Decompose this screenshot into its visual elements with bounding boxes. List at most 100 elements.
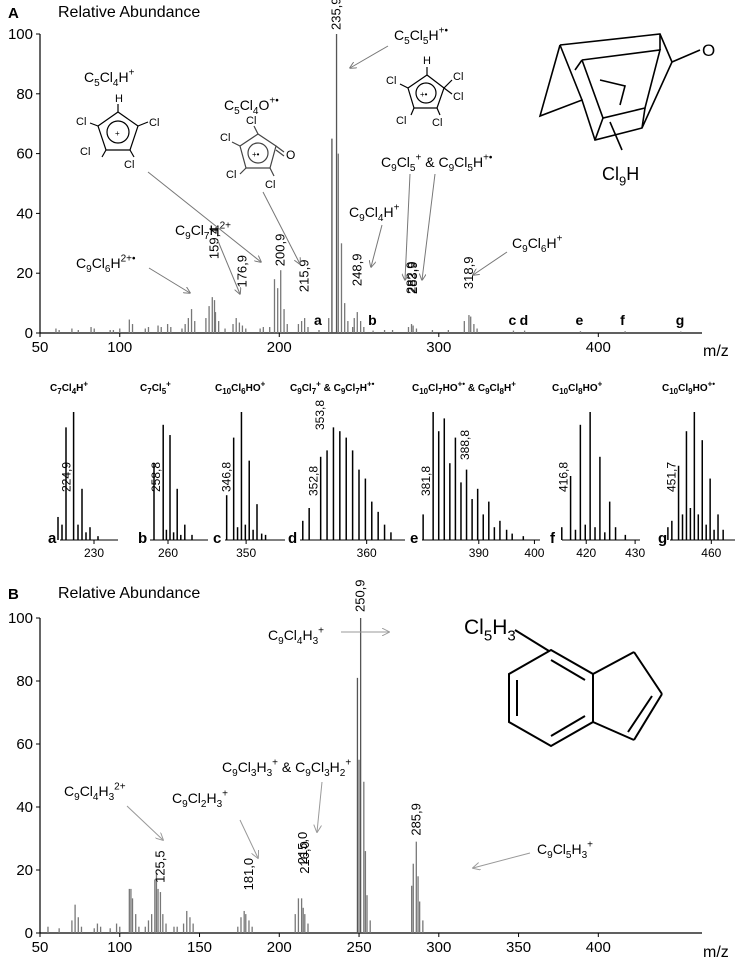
inset-tick-label: 460 <box>701 546 721 560</box>
peak-label: 176,9 <box>234 255 249 288</box>
x-tick-label: 200 <box>267 939 292 956</box>
inset-tick-label: 400 <box>524 546 544 560</box>
inset-letter: b <box>138 530 147 547</box>
struct-cl-label: Cl <box>226 169 236 181</box>
inset-peak-label: 388,8 <box>458 430 472 460</box>
ion-label-c9cl5h3: C9​Cl5​H3​+​ <box>537 840 593 862</box>
ion-label-c5cl4o: C5​Cl4​O+•​ <box>224 96 279 118</box>
inset-tick-label: 360 <box>357 546 377 560</box>
inset-tick-label: 260 <box>158 546 178 560</box>
arrow-c9cl3h3 <box>317 781 323 832</box>
inset-peak-label: 258,8 <box>149 462 163 492</box>
ion-label-c9cl2h3: C9​Cl2​H3​+​ <box>172 789 228 811</box>
inset-peak-label: 352,8 <box>307 466 321 496</box>
x-tick-label: 300 <box>426 939 451 956</box>
peak-label: 215,9 <box>297 260 312 293</box>
peak-label: 285,9 <box>408 803 423 836</box>
panel-a-arrows <box>147 45 508 294</box>
inset-title: C10​Cl9​HO+•​ <box>662 380 715 397</box>
structure-c5cl5h <box>399 67 453 116</box>
peak-label: 125,5 <box>152 850 167 883</box>
inset-title: C10​Cl7​HO+•​ & C9​Cl8​H+​ <box>412 380 516 397</box>
panel-a-xlabel: m/z <box>703 343 729 360</box>
ion-label-c9cl6h: C9​Cl6​H+​ <box>512 234 563 256</box>
y-tick-label: 20 <box>16 265 33 282</box>
struct-cl-label: Cl <box>432 117 442 129</box>
x-tick-label: 300 <box>426 339 451 356</box>
arrow-c9cl5 <box>405 173 411 280</box>
inset-peak-label: 416,8 <box>557 462 571 492</box>
struct-cl-label: Cl <box>265 179 275 191</box>
fragment-letter: b <box>368 312 377 328</box>
inset-letter: c <box>213 530 221 547</box>
inset-letter: g <box>658 530 667 547</box>
inset-letter: e <box>410 530 418 547</box>
x-tick-label: 250 <box>347 939 372 956</box>
arrow-c9cl5h <box>422 173 436 280</box>
fragment-letter: f <box>620 312 625 328</box>
ion-label-c5cl5h: C5​Cl5​H+•​ <box>394 26 448 48</box>
inset-g: C10​Cl9​HO+•​ 460 g 451,7 <box>658 380 735 560</box>
x-tick-label: 150 <box>187 939 212 956</box>
fragment-letter: a <box>314 312 322 328</box>
arrow-c9cl6h <box>473 251 508 275</box>
y-tick-label: 60 <box>16 736 33 753</box>
x-tick-label: 350 <box>506 939 531 956</box>
indene-structure <box>508 629 663 748</box>
ion-label-c9cl7h: C9​Cl7​H2+​ <box>175 221 231 243</box>
arrow-c5cl4o <box>262 191 300 264</box>
oxygen-label: O <box>702 41 715 60</box>
y-tick-label: 100 <box>8 26 33 43</box>
panel-a-ylabel: Relative Abundance <box>58 4 200 21</box>
peak-label: 318,9 <box>461 257 476 290</box>
inset-tick-label: 430 <box>625 546 645 560</box>
peak-label: 248,9 <box>349 254 364 287</box>
inset-tick-label: 350 <box>236 546 256 560</box>
panel-b-ylabel: Relative Abundance <box>58 585 200 602</box>
struct-cl-label: Cl <box>149 117 159 129</box>
peak-label: 235,9 <box>329 0 344 30</box>
fragment-letter: e <box>575 312 583 328</box>
inset-peak-label: 224,9 <box>60 462 74 492</box>
struct-cl-label: Cl <box>220 132 230 144</box>
struct-charge: +• <box>252 150 260 159</box>
inset-title: C9​Cl7​+​ & C9​Cl7​H+•​ <box>290 380 375 397</box>
x-tick-label: 50 <box>32 939 49 956</box>
peak-label: 181,0 <box>241 858 256 891</box>
struct-h-label: H <box>423 55 431 67</box>
panel-b-letter: B <box>8 586 19 603</box>
peak-label: 216,0 <box>297 841 312 874</box>
struct-o-label: O <box>286 148 295 162</box>
inset-title: C7​Cl4​H+​ <box>50 380 88 397</box>
y-tick-label: 40 <box>16 799 33 816</box>
ion-label-c5cl4h: C5​Cl4​H+​ <box>84 68 135 90</box>
peak-label: 159,4 <box>207 227 222 260</box>
inset-tick-label: 390 <box>469 546 489 560</box>
fragment-letter: c <box>508 312 516 328</box>
arrow-c5cl4h <box>147 171 261 262</box>
y-tick-label: 40 <box>16 205 33 222</box>
ion-label-c9cl3h3: C9​Cl3​H3​+​ & C9​Cl3​H2​+​ <box>222 758 351 780</box>
x-tick-label: 200 <box>267 339 292 356</box>
inset-peak-label: 353,8 <box>313 400 327 430</box>
arrow-c9cl5h3 <box>473 852 531 868</box>
inset-title: C7​Cl5​+​ <box>140 380 171 397</box>
inset-letter: f <box>550 530 556 547</box>
arrow-c5cl5h <box>350 45 389 68</box>
inset-e: C10​Cl7​HO+•​ & C9​Cl8​H+​390400e388,838… <box>410 380 545 561</box>
inset-peak-label: 451,7 <box>665 462 679 492</box>
struct-cl-label: Cl <box>76 116 86 128</box>
structure-c5cl4h <box>89 104 149 158</box>
struct-cl-label: Cl <box>124 159 134 171</box>
cage-molecule <box>538 33 701 151</box>
ion-label-c9cl6h2: C9​Cl6​H2+•​ <box>76 254 136 276</box>
struct-h-label: H <box>115 93 123 105</box>
y-tick-label: 80 <box>16 86 33 103</box>
arrow-c9cl4h <box>371 224 383 267</box>
